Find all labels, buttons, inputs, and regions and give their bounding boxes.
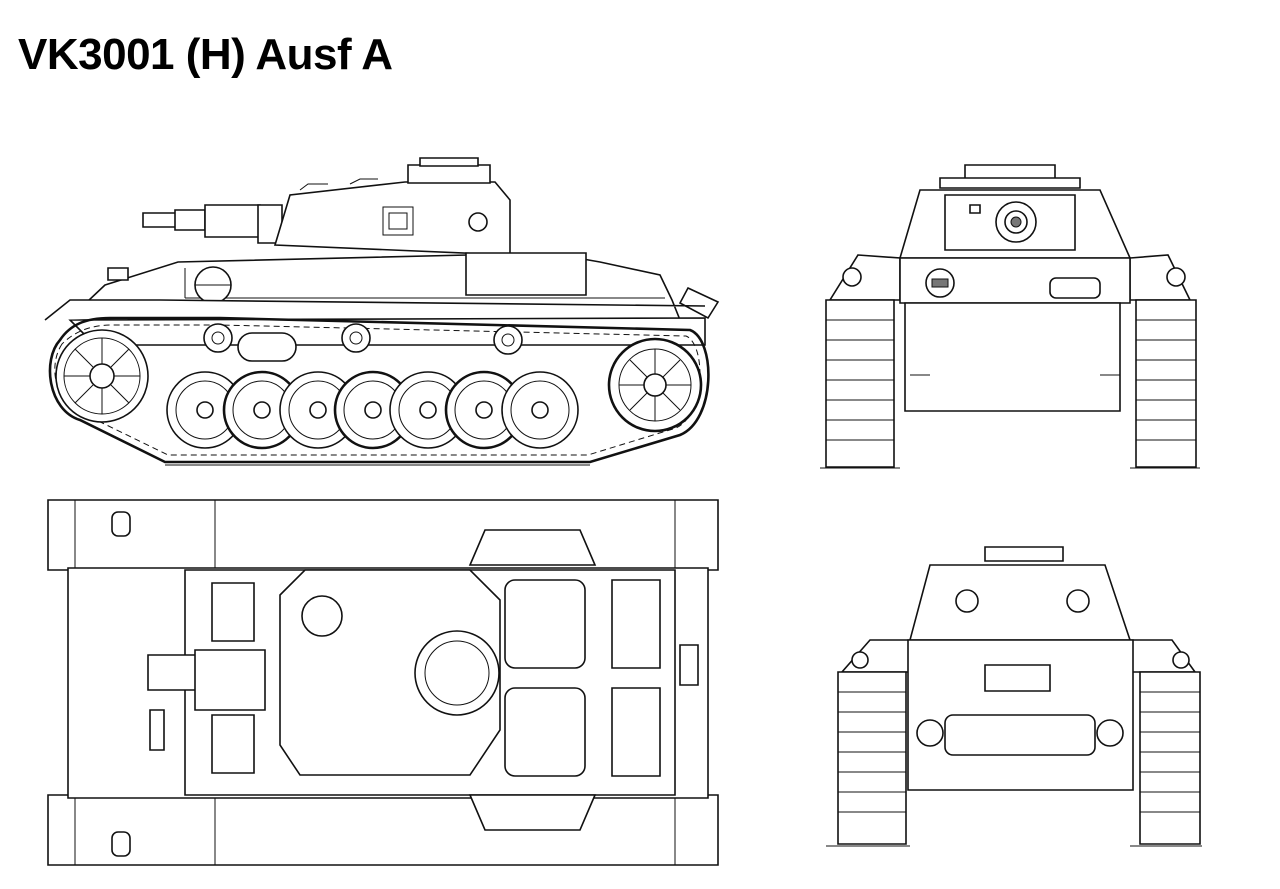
commander-cupola xyxy=(415,631,499,715)
track-links xyxy=(838,692,1200,812)
engine-intake-left xyxy=(470,530,595,565)
hull-mg-mount xyxy=(150,710,164,750)
road-wheel-hub xyxy=(476,402,492,418)
road-wheel-hub xyxy=(532,402,548,418)
headlight xyxy=(108,268,128,280)
headlight-right xyxy=(1167,268,1185,286)
right-track xyxy=(1140,672,1200,844)
turret-rear-face xyxy=(910,565,1130,640)
engine-deck xyxy=(466,253,586,295)
left-fender xyxy=(830,255,900,300)
loader-hatch xyxy=(302,596,342,636)
commander-cupola xyxy=(985,547,1063,561)
drive-sprocket-spokes xyxy=(64,338,140,414)
top-view-drawing xyxy=(40,495,725,870)
side-view-drawing xyxy=(40,150,730,475)
hull-side-hatch xyxy=(238,333,296,361)
gun-mount xyxy=(258,205,282,243)
right-track-run xyxy=(48,795,718,865)
gun-mantlet xyxy=(205,205,260,237)
commander-cupola xyxy=(408,165,490,183)
fender xyxy=(45,300,705,320)
rear-grille xyxy=(612,580,660,668)
return-roller-hub xyxy=(350,332,362,344)
return-roller xyxy=(204,324,232,352)
turret-rear-port-right xyxy=(1067,590,1089,612)
coaxial-mg-port xyxy=(970,205,980,213)
road-wheel-hub xyxy=(197,402,213,418)
engine-access-hatch xyxy=(505,580,585,668)
muzzle-brake xyxy=(143,213,177,227)
road-wheel-hub xyxy=(310,402,326,418)
track-outline xyxy=(50,318,708,462)
commander-cupola xyxy=(965,165,1055,179)
turret-rear-port-left xyxy=(956,590,978,612)
turret-roof-details xyxy=(300,179,378,190)
track-links xyxy=(826,320,1196,440)
road-wheel-hub xyxy=(420,402,436,418)
return-roller xyxy=(342,324,370,352)
turret-side-hatch xyxy=(383,207,413,235)
driver-visor-slit xyxy=(932,279,948,287)
cupola-hatch xyxy=(420,158,478,166)
cupola-ring xyxy=(940,178,1080,188)
idler-wheel-hub xyxy=(644,374,666,396)
hull-mg-ball xyxy=(1050,278,1100,298)
exhaust-left xyxy=(917,720,943,746)
road-wheel-rim xyxy=(511,381,569,439)
road-wheel-hub xyxy=(365,402,381,418)
idler-wheel-spokes xyxy=(619,349,691,421)
lower-glacis xyxy=(905,303,1120,411)
left-track-run xyxy=(48,500,718,570)
gun-barrel-sleeve xyxy=(175,210,205,230)
rear-view-drawing xyxy=(822,540,1202,852)
right-track xyxy=(1136,300,1196,467)
rear-grille xyxy=(612,688,660,776)
rear-hatch xyxy=(985,665,1050,691)
gun-bore xyxy=(1011,217,1021,227)
headlight-left xyxy=(112,512,130,536)
turret-pistol-port xyxy=(469,213,487,231)
front-view-drawing xyxy=(818,160,1202,472)
tail-light-right xyxy=(1173,652,1189,668)
engine-access-hatch xyxy=(505,688,585,776)
road-wheel-hub xyxy=(254,402,270,418)
headlight-right xyxy=(112,832,130,856)
engine-intake-right xyxy=(470,795,595,830)
tail-light-left xyxy=(852,652,868,668)
driver-hatch xyxy=(212,583,254,641)
left-track xyxy=(838,672,906,844)
fender-brackets xyxy=(75,500,675,865)
gun-mantlet-top xyxy=(195,650,265,710)
return-roller xyxy=(494,326,522,354)
hull-panel-lines xyxy=(185,268,665,298)
rear-muffler xyxy=(680,288,718,318)
drive-sprocket-hub xyxy=(90,364,114,388)
left-track xyxy=(826,300,894,467)
return-roller-hub xyxy=(212,332,224,344)
rear-tow-bracket xyxy=(680,645,698,685)
return-roller-hub xyxy=(502,334,514,346)
road-wheels xyxy=(167,372,578,448)
page-title: VK3001 (H) Ausf A xyxy=(18,30,393,79)
cupola-hatch xyxy=(425,641,489,705)
headlight-left xyxy=(843,268,861,286)
exhaust-right xyxy=(1097,720,1123,746)
radio-operator-hatch xyxy=(212,715,254,773)
muffler xyxy=(945,715,1095,755)
